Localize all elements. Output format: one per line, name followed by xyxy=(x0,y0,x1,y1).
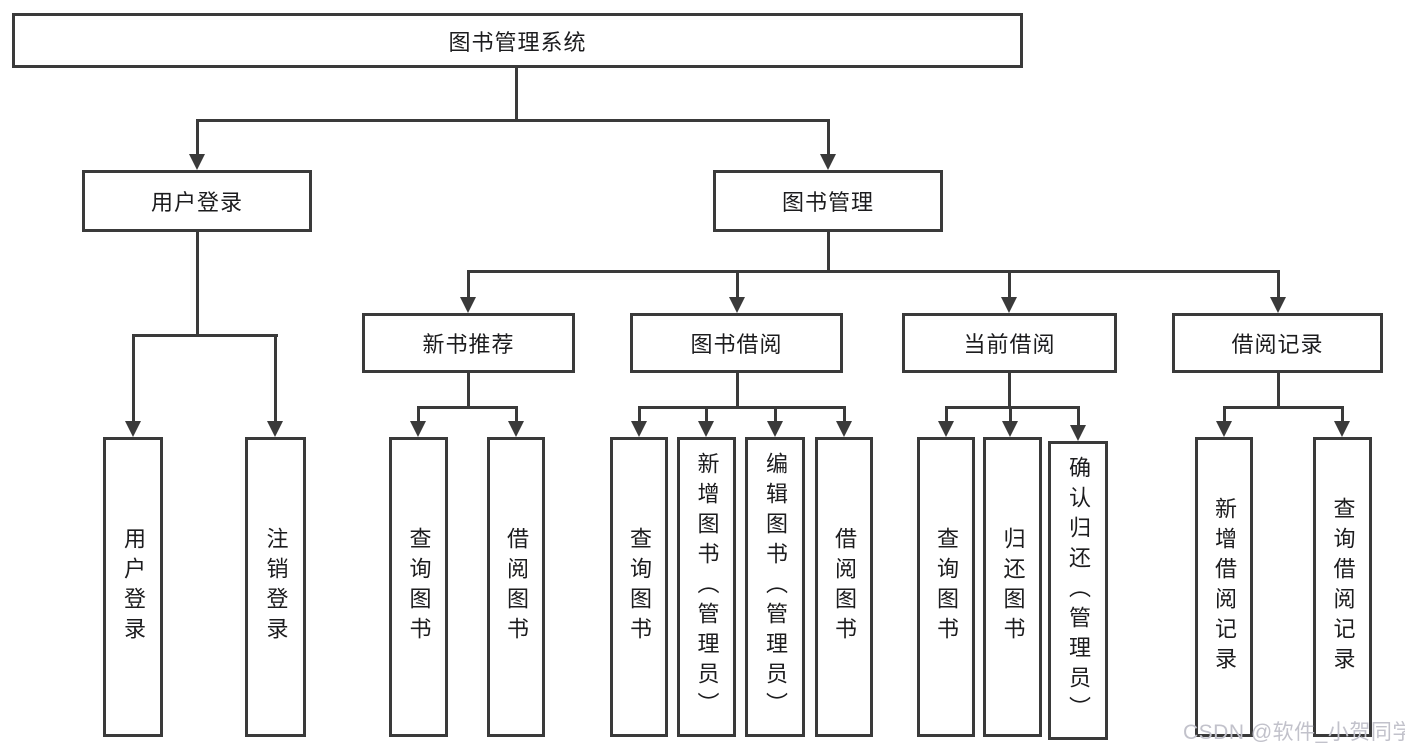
leaf-borrow-books-recommend: 借阅图书 xyxy=(487,437,545,737)
connector-drop-leaf-user-login xyxy=(132,334,135,423)
node-new-book-recommend-label: 新书推荐 xyxy=(422,332,515,357)
leaf-query-books-current-label: 查询图书 xyxy=(934,527,959,647)
connector-root-stem xyxy=(515,68,518,122)
leaf-query-books-borrowing-label: 查询图书 xyxy=(627,527,652,647)
connector-book-borrowing-rail xyxy=(638,406,846,409)
connector-drop-add-borrow-record xyxy=(1223,406,1226,423)
arrowhead-new-book-recommend xyxy=(460,297,476,313)
leaf-query-books-current: 查询图书 xyxy=(917,437,975,737)
connector-book-management-rail xyxy=(467,270,1280,273)
leaf-logout-label: 注销登录 xyxy=(263,527,289,647)
csdn-watermark: CSDN @软件_小贺同学 xyxy=(1183,721,1405,744)
connector-drop-borrow-books-recommend xyxy=(515,406,518,423)
arrowhead-query-books-current xyxy=(938,421,954,437)
node-root: 图书管理系统 xyxy=(12,13,1023,68)
connector-new-book-recommend-rail xyxy=(417,406,518,409)
connector-current-borrowing-stem xyxy=(1008,373,1011,408)
arrowhead-query-books-borrowing xyxy=(631,421,647,437)
leaf-borrow-books-borrowing: 借阅图书 xyxy=(815,437,873,737)
node-book-management-label: 图书管理 xyxy=(781,190,874,215)
arrowhead-book-borrowing xyxy=(729,297,745,313)
leaf-query-books-recommend-label: 查询图书 xyxy=(406,527,432,647)
arrowhead-edit-books-admin xyxy=(767,421,783,437)
leaf-user-login-label: 用户登录 xyxy=(121,527,146,647)
leaf-borrow-books-recommend-label: 借阅图书 xyxy=(504,527,529,647)
leaf-borrow-books-borrowing-label: 借阅图书 xyxy=(832,527,857,647)
node-new-book-recommend: 新书推荐 xyxy=(362,313,575,373)
connector-drop-query-books-current xyxy=(945,406,948,423)
connector-drop-query-borrow-record xyxy=(1341,406,1344,423)
leaf-return-books-label: 归还图书 xyxy=(1000,527,1026,647)
connector-drop-borrowing-records xyxy=(1277,270,1280,300)
connector-borrowing-records-rail xyxy=(1223,406,1344,409)
node-book-management: 图书管理 xyxy=(713,170,943,232)
leaf-edit-books-admin-label: 编辑图书（管理员） xyxy=(763,452,788,722)
leaf-query-borrow-record: 查询借阅记录 xyxy=(1313,437,1372,737)
connector-root-rail xyxy=(196,119,830,122)
connector-drop-current-borrowing xyxy=(1008,270,1011,300)
arrowhead-borrow-books-recommend xyxy=(508,421,524,437)
leaf-add-borrow-record: 新增借阅记录 xyxy=(1195,437,1253,737)
connector-drop-confirm-return-admin xyxy=(1077,406,1080,427)
node-current-borrowing: 当前借阅 xyxy=(902,313,1117,373)
node-user-login: 用户登录 xyxy=(82,170,312,232)
node-user-login-label: 用户登录 xyxy=(150,190,243,215)
arrowhead-leaf-logout xyxy=(267,421,283,437)
connector-drop-leaf-logout xyxy=(274,334,277,423)
arrowhead-add-borrow-record xyxy=(1216,421,1232,437)
leaf-logout: 注销登录 xyxy=(245,437,306,737)
arrowhead-user-login xyxy=(189,154,205,170)
connector-drop-query-books-recommend xyxy=(417,406,420,423)
arrowhead-query-borrow-record xyxy=(1334,421,1350,437)
arrowhead-borrowing-records xyxy=(1270,297,1286,313)
node-current-borrowing-label: 当前借阅 xyxy=(963,332,1056,357)
node-borrowing-records-label: 借阅记录 xyxy=(1231,332,1324,357)
arrowhead-add-books-admin xyxy=(698,421,714,437)
node-borrowing-records: 借阅记录 xyxy=(1172,313,1383,373)
node-book-borrowing-label: 图书借阅 xyxy=(690,332,783,357)
leaf-query-books-recommend: 查询图书 xyxy=(389,437,448,737)
connector-current-borrowing-rail xyxy=(945,406,1080,409)
connector-drop-new-book-recommend xyxy=(467,270,470,300)
connector-drop-user-login xyxy=(196,119,199,156)
leaf-confirm-return-admin: 确认归还（管理员） xyxy=(1048,441,1108,740)
leaf-return-books: 归还图书 xyxy=(983,437,1042,737)
leaf-confirm-return-admin-label: 确认归还（管理员） xyxy=(1066,455,1091,726)
connector-drop-book-management xyxy=(827,119,830,156)
arrowhead-borrow-books-borrowing xyxy=(836,421,852,437)
arrowhead-confirm-return-admin xyxy=(1070,425,1086,441)
connector-new-book-recommend-stem xyxy=(467,373,470,408)
connector-drop-edit-books-admin xyxy=(774,406,777,423)
leaf-query-books-borrowing: 查询图书 xyxy=(610,437,668,737)
connector-drop-return-books xyxy=(1009,406,1012,423)
connector-drop-book-borrowing xyxy=(736,270,739,300)
connector-user-login-stem xyxy=(196,232,199,337)
connector-drop-query-books-borrowing xyxy=(638,406,641,423)
connector-drop-borrow-books-borrowing xyxy=(843,406,846,423)
leaf-user-login: 用户登录 xyxy=(103,437,163,737)
connector-user-login-rail xyxy=(132,334,278,337)
arrowhead-book-management xyxy=(820,154,836,170)
connector-drop-add-books-admin xyxy=(705,406,708,423)
arrowhead-query-books-recommend xyxy=(410,421,426,437)
leaf-add-books-admin: 新增图书（管理员） xyxy=(677,437,736,737)
connector-borrowing-records-stem xyxy=(1277,373,1280,408)
leaf-edit-books-admin: 编辑图书（管理员） xyxy=(745,437,805,737)
connector-book-borrowing-stem xyxy=(736,373,739,408)
arrowhead-return-books xyxy=(1002,421,1018,437)
arrowhead-current-borrowing xyxy=(1001,297,1017,313)
node-book-borrowing: 图书借阅 xyxy=(630,313,843,373)
leaf-add-books-admin-label: 新增图书（管理员） xyxy=(694,452,720,722)
leaf-query-borrow-record-label: 查询借阅记录 xyxy=(1330,497,1356,677)
arrowhead-leaf-user-login xyxy=(125,421,141,437)
leaf-add-borrow-record-label: 新增借阅记录 xyxy=(1212,497,1237,677)
node-root-label: 图书管理系统 xyxy=(448,29,587,55)
connector-book-management-stem xyxy=(827,232,830,273)
